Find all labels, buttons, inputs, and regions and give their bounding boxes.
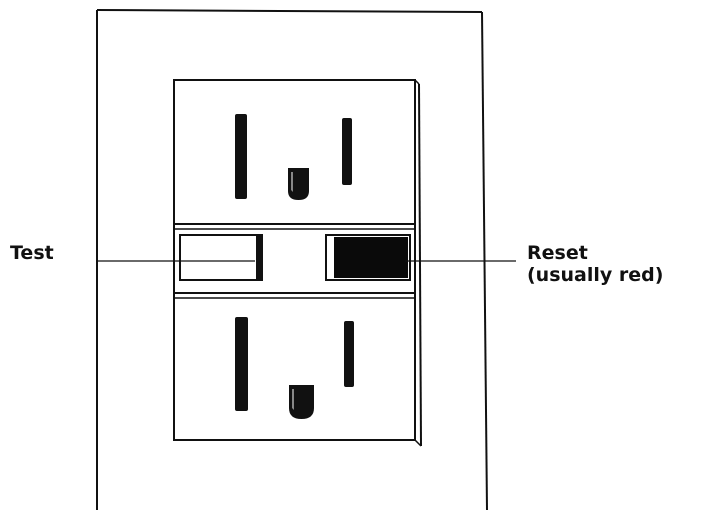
lower-outlet-hot-slot <box>344 321 354 387</box>
upper-outlet-neutral-slot <box>235 114 247 199</box>
lower-outlet-neutral-slot <box>235 317 248 411</box>
upper-outlet-hot-slot <box>342 118 352 185</box>
reset-button[interactable] <box>326 235 410 280</box>
reset-label-line1: Reset <box>527 242 663 264</box>
test-label: Test <box>10 242 54 264</box>
lower-outlet-ground-hole <box>289 385 314 419</box>
reset-label-line2: (usually red) <box>527 264 663 286</box>
reset-label: Reset (usually red) <box>527 242 663 286</box>
upper-outlet-ground-hole <box>288 168 309 200</box>
test-button[interactable] <box>180 235 262 280</box>
